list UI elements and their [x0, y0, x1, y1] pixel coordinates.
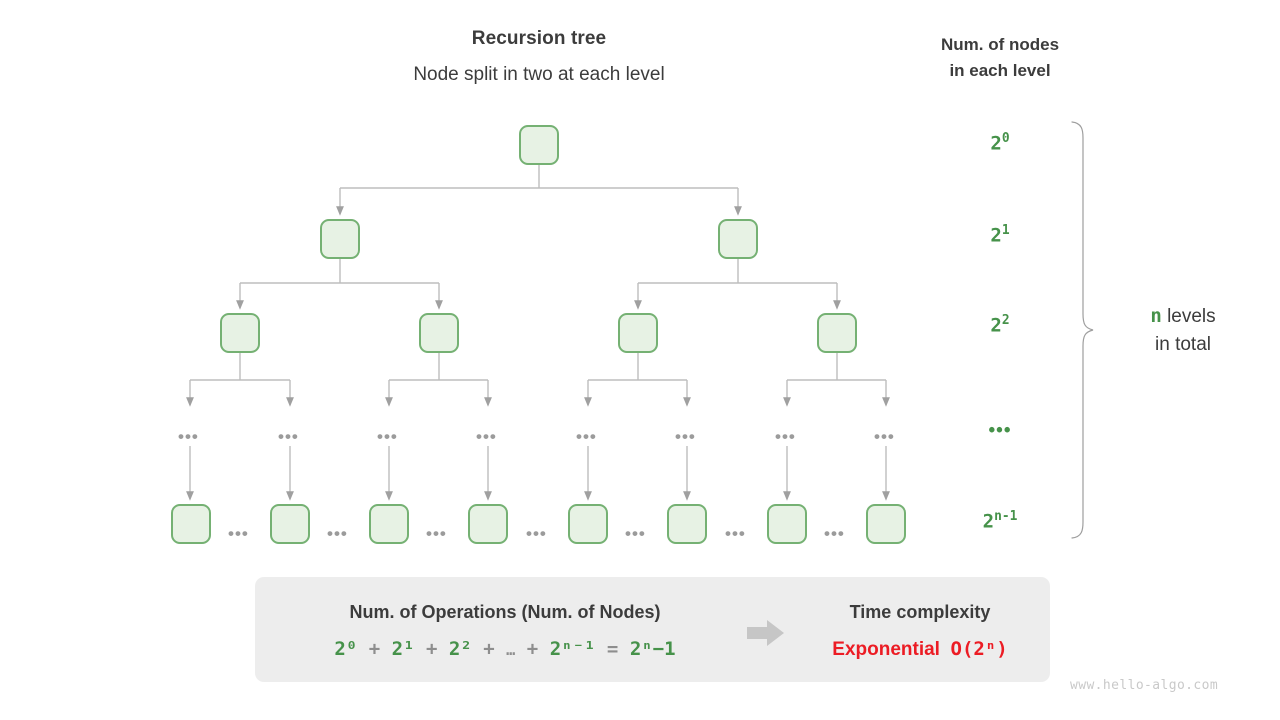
tree-ellipsis: ••• — [476, 427, 497, 446]
level-count-label-0: 20 — [955, 131, 1045, 154]
formula-equals: = — [606, 638, 619, 660]
time-complexity-title: Time complexity — [849, 602, 991, 622]
level-count-base: 2 — [982, 510, 995, 533]
tree-node[interactable] — [220, 313, 260, 353]
right-column-heading-line2: in each level — [949, 61, 1051, 80]
tree-node[interactable] — [171, 504, 211, 544]
complexity-notation: O(2ⁿ) — [950, 638, 1008, 660]
complexity-word: Exponential — [832, 639, 940, 660]
tree-ellipsis: ••• — [874, 427, 895, 446]
tree-node[interactable] — [667, 504, 707, 544]
page-subtitle: Node split in two at each level — [413, 64, 665, 85]
tree-node[interactable] — [270, 504, 310, 544]
level-count-label-1: 21 — [955, 223, 1045, 246]
levels-brace — [1071, 121, 1094, 539]
levels-variable: n — [1150, 305, 1162, 327]
tree-node[interactable] — [767, 504, 807, 544]
tree-ellipsis: ••• — [426, 524, 447, 543]
levels-line1-rest: levels — [1161, 306, 1216, 327]
formula-result: 2ⁿ−1 — [629, 638, 676, 660]
levels-total-note: n levels in total — [1098, 302, 1268, 359]
tree-ellipsis: ••• — [178, 427, 199, 446]
level-count-label-2: 22 — [955, 313, 1045, 336]
right-column-heading: Num. of nodes in each level — [900, 32, 1100, 84]
tree-ellipsis: ••• — [824, 524, 845, 543]
formula-term-4: 2ⁿ⁻¹ — [549, 638, 596, 660]
level-count-base: 2 — [990, 132, 1002, 155]
page-title: Recursion tree — [471, 28, 607, 49]
level-count-label-last: 2n-1 — [955, 509, 1045, 532]
formula-term-2: 2² — [448, 638, 472, 660]
watermark: www.hello-algo.com — [1070, 678, 1219, 693]
formula-plus: + — [483, 638, 495, 660]
recursion-tree-connectors — [186, 165, 890, 501]
level-count-label-ellipsis: ••• — [955, 420, 1045, 442]
levels-total-line2: in total — [1155, 334, 1211, 355]
tree-node[interactable] — [866, 504, 906, 544]
formula-plus: + — [526, 638, 539, 660]
tree-ellipsis: ••• — [675, 427, 696, 446]
tree-node[interactable] — [817, 313, 857, 353]
level-count-exponent: 0 — [1001, 131, 1010, 146]
level-count-base: 2 — [990, 224, 1002, 247]
formula-term-1: 2¹ — [391, 638, 415, 660]
tree-ellipsis: ••• — [625, 524, 646, 543]
formula-plus: + — [368, 638, 381, 660]
level-count-base: ••• — [988, 420, 1012, 441]
summary-panel — [255, 577, 1050, 682]
formula-term-ellipsis: … — [506, 641, 516, 659]
tree-node[interactable] — [618, 313, 658, 353]
tree-node[interactable] — [568, 504, 608, 544]
time-complexity-value: Exponential O(2ⁿ) — [790, 638, 1050, 661]
tree-node[interactable] — [419, 313, 459, 353]
tree-node[interactable] — [468, 504, 508, 544]
tree-ellipsis: ••• — [725, 524, 746, 543]
level-count-base: 2 — [990, 314, 1002, 337]
levels-total-line1: n levels — [1098, 302, 1268, 331]
tree-ellipsis: ••• — [327, 524, 348, 543]
tree-ellipsis: ••• — [278, 427, 299, 446]
operations-title: Num. of Operations (Num. of Nodes) — [349, 602, 661, 622]
formula-plus: + — [426, 638, 438, 660]
tree-node[interactable] — [718, 219, 758, 259]
tree-node[interactable] — [519, 125, 559, 165]
level-count-exponent: 2 — [1001, 313, 1010, 328]
tree-node[interactable] — [320, 219, 360, 259]
right-arrow-icon — [747, 620, 784, 646]
tree-ellipsis: ••• — [526, 524, 547, 543]
right-column-heading-line1: Num. of nodes — [940, 35, 1060, 54]
level-count-exponent: 1 — [1001, 223, 1010, 238]
tree-node[interactable] — [369, 504, 409, 544]
level-count-exponent: n-1 — [994, 509, 1018, 524]
tree-ellipsis: ••• — [576, 427, 597, 446]
operations-formula: 2⁰ + 2¹ + 2² + … + 2ⁿ⁻¹ = 2ⁿ−1 — [275, 638, 735, 660]
formula-term-0: 2⁰ — [334, 638, 358, 660]
tree-ellipsis: ••• — [775, 427, 796, 446]
tree-ellipsis: ••• — [377, 427, 398, 446]
tree-ellipsis: ••• — [228, 524, 249, 543]
